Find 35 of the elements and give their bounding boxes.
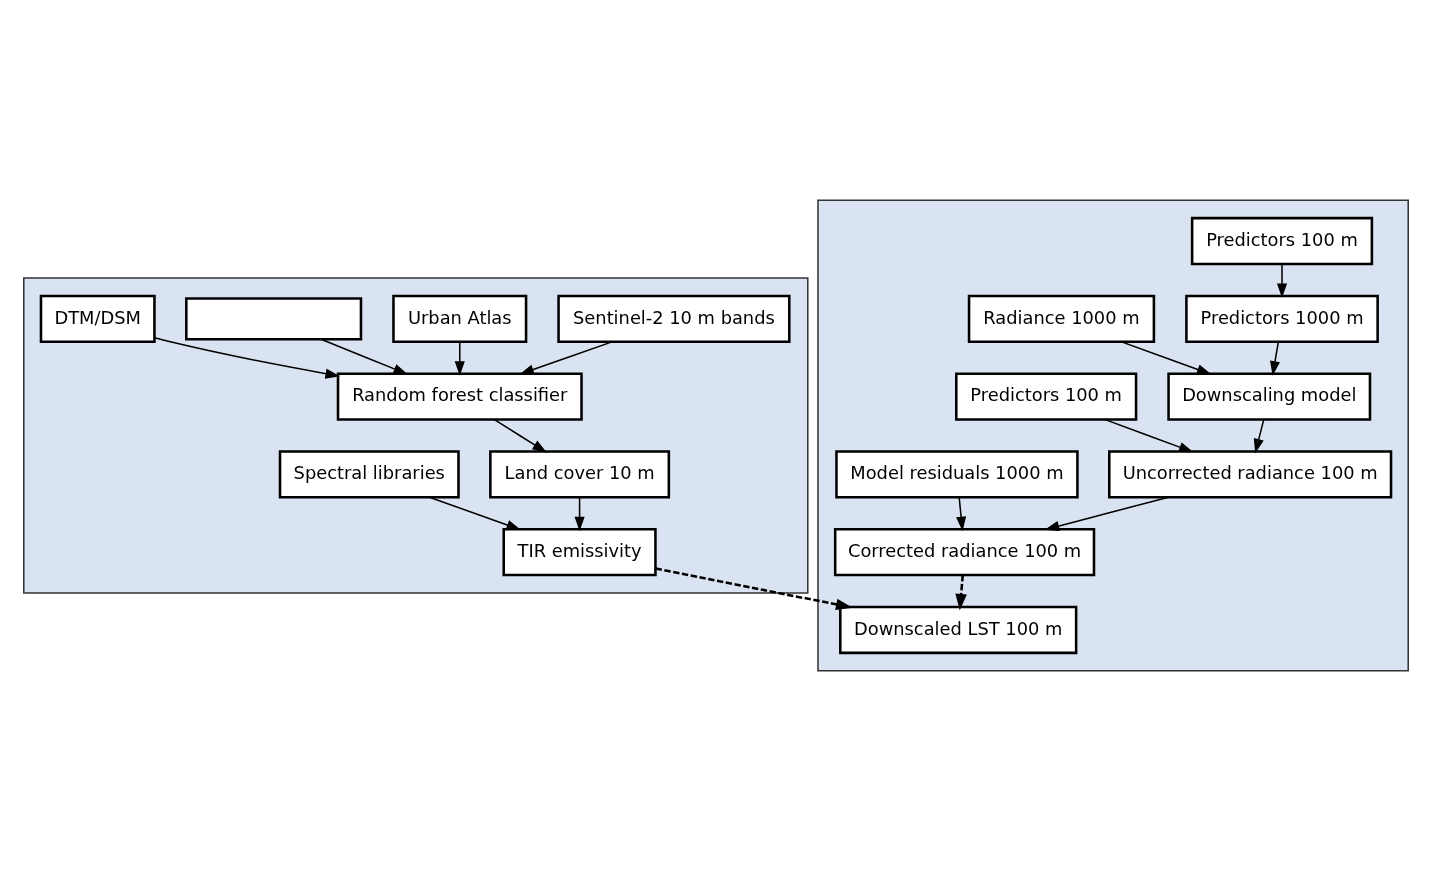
node-box: DTM/DSM [39,294,156,343]
node-box: Downscaled LST 100 m [839,605,1078,654]
node-box: Corrected radiance 100 m [833,527,1096,576]
arrow [1276,262,1288,298]
node-box [185,296,363,341]
node-box: Predictors 1000 m [1185,294,1379,343]
arrow [320,338,408,374]
arrow [655,566,853,610]
arrow [955,574,967,610]
node-box: Urban Atlas [392,294,528,343]
node-box: Random forest classifier [336,371,583,421]
arrow [1253,418,1265,453]
arrow [1104,418,1194,452]
node-box: Downscaling model [1167,371,1372,421]
node-box: Uncorrected radiance 100 m [1108,449,1393,499]
arrow [153,336,340,379]
arrow [454,340,465,376]
node-box: TIR emissivity [502,527,657,576]
node-box: Model residuals 1000 m [835,449,1079,499]
node-box: Sentinel-2 10 m bands [557,294,791,343]
arrow [493,418,547,453]
cluster [23,276,809,594]
node-box: Predictors 100 m [1190,216,1374,265]
arrow [574,496,585,531]
node-box: Land cover 10 m [489,449,671,499]
arrow [1270,340,1281,376]
cluster [817,199,1409,671]
arrow [956,496,967,531]
node-box: Radiance 1000 m [967,294,1156,343]
arrow [429,496,522,530]
arrow [519,340,613,374]
arrow [1044,496,1169,531]
arrow [1120,340,1212,374]
node-box: Spectral libraries [278,449,460,499]
node-box: Predictors 100 m [955,371,1138,421]
